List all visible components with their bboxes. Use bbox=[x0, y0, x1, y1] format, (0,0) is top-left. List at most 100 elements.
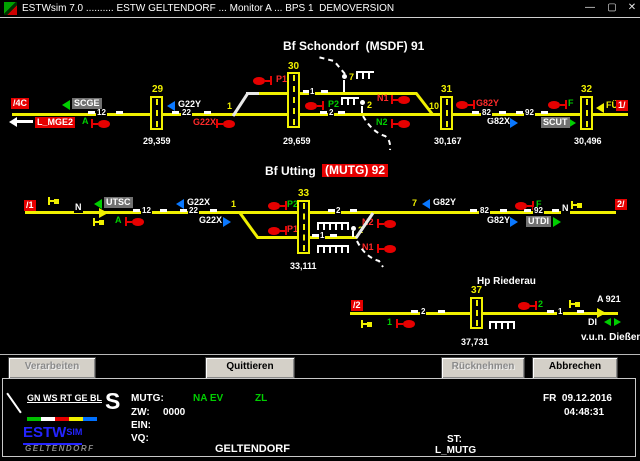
scge-route-label[interactable]: SCGE bbox=[72, 98, 102, 109]
utting-g82y-right-label[interactable]: G82Y bbox=[487, 215, 511, 225]
signal-n2-schondorf[interactable] bbox=[391, 119, 410, 128]
scge-arrow-left-icon[interactable] bbox=[62, 100, 70, 110]
signal-n1-utting-label[interactable]: N1 bbox=[362, 242, 374, 252]
signal-p1-utting[interactable] bbox=[268, 226, 287, 235]
riederau-signal-1-label[interactable]: 1 bbox=[387, 317, 393, 327]
crossing-32-number[interactable]: 32 bbox=[581, 84, 593, 95]
utting-shunt-signal-left[interactable] bbox=[48, 197, 59, 205]
utdi-arrow-right-icon[interactable] bbox=[553, 217, 561, 227]
utting-switch1-diagonal[interactable] bbox=[238, 212, 260, 239]
signal-p1-utting-label[interactable]: P1 bbox=[287, 224, 299, 234]
crossing-30-number[interactable]: 30 bbox=[288, 61, 300, 72]
scut-arrow-right-icon[interactable] bbox=[568, 118, 576, 128]
schondorf-switch-7[interactable]: 7 bbox=[349, 72, 355, 82]
riederau-shunt-signal-right[interactable] bbox=[569, 300, 580, 308]
riederau-track[interactable] bbox=[350, 312, 618, 315]
signal-n1-label[interactable]: N1 bbox=[377, 93, 389, 103]
g22x-signal[interactable] bbox=[216, 119, 235, 128]
schondorf-switch-2[interactable]: 2 bbox=[367, 100, 373, 110]
level-crossing-30[interactable] bbox=[287, 72, 300, 128]
fue-arrow-left-icon[interactable] bbox=[596, 103, 604, 113]
signal-p2-label[interactable]: P2 bbox=[328, 99, 340, 109]
level-crossing-37[interactable] bbox=[470, 297, 483, 329]
schondorf-entry-label-4c[interactable]: /4C bbox=[11, 98, 30, 109]
signal-p1-label[interactable]: P1 bbox=[276, 74, 288, 84]
crossing-29-number[interactable]: 29 bbox=[152, 84, 164, 95]
utting-g22x-arrow-right-icon[interactable] bbox=[223, 217, 231, 227]
utting-signal-a[interactable] bbox=[125, 217, 144, 226]
schondorf-main-track[interactable] bbox=[12, 113, 628, 116]
crossing-31-number[interactable]: 31 bbox=[441, 84, 453, 95]
riederau-arrow-left-icon[interactable] bbox=[604, 318, 611, 326]
utting-g22x-right-label[interactable]: G22X bbox=[199, 215, 223, 225]
maximize-button[interactable]: ▢ bbox=[607, 2, 617, 13]
utting-g82y-left-label[interactable]: G82Y bbox=[433, 197, 457, 207]
riederau-arrow-right-icon[interactable] bbox=[614, 318, 621, 326]
crossing-37-number[interactable]: 37 bbox=[471, 285, 483, 296]
level-crossing-31[interactable] bbox=[440, 96, 453, 130]
utting-g82y-arrow-right-icon[interactable] bbox=[510, 217, 518, 227]
schondorf-track1-white-segment[interactable] bbox=[246, 92, 260, 95]
utting-switch-1[interactable]: 1 bbox=[231, 199, 237, 209]
minimize-button[interactable]: — bbox=[585, 2, 595, 13]
schondorf-merge-diagonal[interactable] bbox=[414, 92, 435, 116]
close-button[interactable]: ✕ bbox=[627, 2, 637, 13]
riederau-signal-1[interactable] bbox=[396, 319, 415, 328]
signal-p2-schondorf[interactable] bbox=[305, 101, 324, 110]
signal-p1-schondorf[interactable] bbox=[253, 76, 272, 85]
g22y-label[interactable]: G22Y bbox=[178, 99, 202, 109]
utting-shunt-signal-right[interactable] bbox=[571, 201, 582, 209]
signal-f-utting-label[interactable]: F bbox=[536, 199, 542, 209]
schondorf-switch-1[interactable]: 1 bbox=[227, 101, 233, 111]
utting-g22x-arrow-left-icon[interactable] bbox=[176, 199, 184, 209]
signal-g82y-schondorf[interactable] bbox=[456, 100, 475, 109]
utting-entry-label-1[interactable]: /1 bbox=[24, 200, 36, 211]
schondorf-switch1-diagonal[interactable] bbox=[231, 92, 250, 117]
utsc-route-label[interactable]: UTSC bbox=[104, 197, 133, 208]
utting-switch-7[interactable]: 7 bbox=[412, 198, 418, 208]
riederau-signal-2-label[interactable]: 2 bbox=[538, 299, 544, 309]
schondorf-exit-label-1[interactable]: 1/ bbox=[616, 100, 628, 111]
signal-f-utting[interactable] bbox=[515, 201, 534, 210]
schondorf-signal-a-label[interactable]: A bbox=[82, 116, 89, 126]
signal-n2-label[interactable]: N2 bbox=[376, 117, 388, 127]
signal-n1-utting[interactable] bbox=[377, 244, 396, 253]
level-crossing-29[interactable] bbox=[150, 96, 163, 130]
schondorf-switch7-dot[interactable] bbox=[342, 74, 347, 79]
signal-g82y-label[interactable]: G82Y bbox=[476, 98, 500, 108]
g22y-arrow-left-icon[interactable] bbox=[167, 101, 175, 111]
signal-p2-utting-label[interactable]: P2 bbox=[287, 199, 299, 209]
signal-f-schondorf[interactable] bbox=[548, 100, 567, 109]
utsc-arrow-left-icon[interactable] bbox=[94, 199, 102, 209]
utting-track2[interactable] bbox=[25, 211, 616, 214]
riederau-signal-2[interactable] bbox=[518, 301, 537, 310]
g22x-label[interactable]: G22X bbox=[193, 117, 217, 127]
utdi-route-label[interactable]: UTDI bbox=[526, 216, 551, 227]
schondorf-switch2-dot[interactable] bbox=[360, 100, 365, 105]
utting-g22x-left-label[interactable]: G22X bbox=[187, 197, 211, 207]
utting-direction-arrow[interactable] bbox=[99, 208, 108, 218]
schondorf-track1[interactable] bbox=[259, 92, 417, 95]
scut-route-label[interactable]: SCUT bbox=[541, 117, 570, 128]
utting-signal-a-label[interactable]: A bbox=[115, 215, 122, 225]
crossing-33-number[interactable]: 33 bbox=[298, 188, 310, 199]
utting-shunt-signal-a[interactable] bbox=[93, 218, 104, 226]
utting-g82y-arrow-left-icon[interactable] bbox=[422, 199, 430, 209]
utting-exit-label-2[interactable]: 2/ bbox=[615, 199, 627, 210]
riederau-entry-label-2[interactable]: /2 bbox=[351, 300, 363, 311]
schondorf-signal-a[interactable] bbox=[91, 119, 110, 128]
signal-n1-schondorf[interactable] bbox=[391, 95, 410, 104]
riederau-direction-arrow[interactable] bbox=[597, 308, 606, 318]
lmge2-arrow-left-icon[interactable] bbox=[9, 117, 17, 127]
fue-label[interactable]: FÜ bbox=[606, 100, 618, 110]
utting-switch2-dot[interactable] bbox=[351, 226, 356, 231]
signal-n2-utting[interactable] bbox=[377, 219, 396, 228]
level-crossing-33[interactable] bbox=[297, 200, 310, 254]
level-crossing-32[interactable] bbox=[580, 96, 593, 130]
riederau-shunt-signal-left[interactable] bbox=[361, 320, 372, 328]
signal-p2-utting[interactable] bbox=[268, 201, 287, 210]
g82x-label[interactable]: G82X bbox=[487, 116, 511, 126]
lmge2-label[interactable]: L_MGE2 bbox=[35, 117, 76, 128]
utting-switch2-diagonal[interactable] bbox=[354, 212, 375, 239]
g82x-arrow-right-icon[interactable] bbox=[510, 118, 518, 128]
